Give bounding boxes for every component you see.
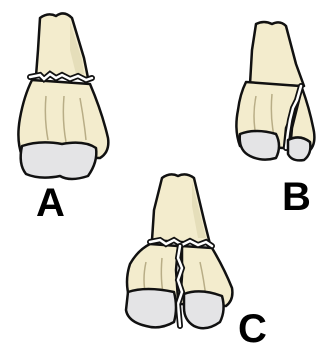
panel-b-cartilage-left: [240, 131, 279, 160]
panel-b-shaft: [250, 22, 304, 86]
panel-b-cartilage-right: [288, 137, 310, 160]
panel-c-cartilage-left: [126, 289, 176, 327]
panel-c-cartilage-right: [184, 291, 224, 328]
panel-a-cartilage: [21, 142, 97, 179]
panel-a: A: [18, 13, 108, 225]
panel-b: B: [236, 22, 314, 219]
panel-b-label: B: [282, 175, 311, 219]
panel-c-label: C: [238, 307, 267, 345]
panel-c: C: [126, 174, 267, 345]
panel-a-label: A: [36, 181, 65, 225]
